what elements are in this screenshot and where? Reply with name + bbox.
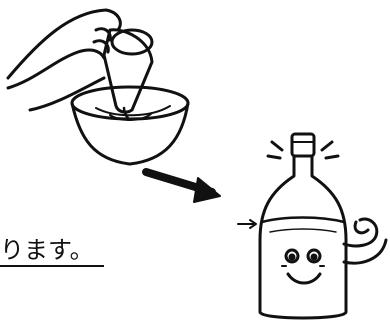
- caption-underline: [0, 265, 104, 267]
- caption-text: ります。: [0, 230, 110, 270]
- hand-pouring-bowl-icon: [8, 10, 188, 164]
- arrow-right-icon: [146, 172, 220, 202]
- happy-bottle-icon: [238, 134, 386, 318]
